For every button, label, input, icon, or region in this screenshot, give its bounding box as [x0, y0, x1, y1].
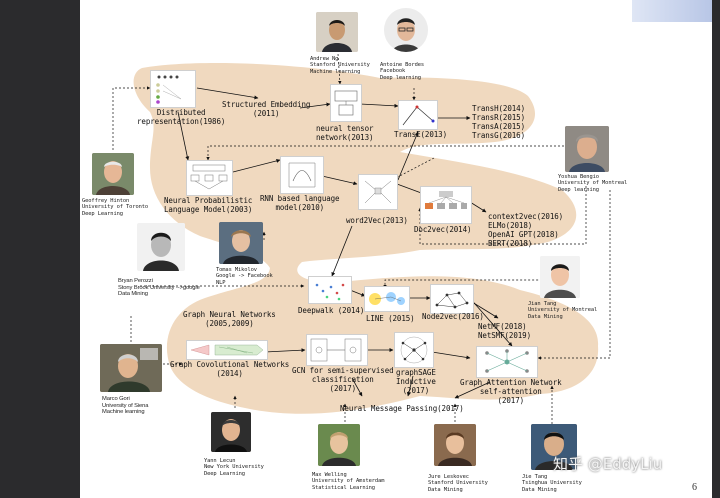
gcn-semi-figure-thumbnail — [306, 334, 368, 366]
page-number: 6 — [692, 482, 697, 493]
gat-figure-thumbnail — [476, 346, 538, 378]
andrew-ng-photo — [316, 12, 358, 52]
distributed-figure-thumbnail — [150, 70, 196, 108]
tomas-mikolov-photo — [219, 222, 263, 264]
marco-gori-photo — [100, 344, 162, 392]
node-word2vec: word2Vec(2013) — [346, 216, 408, 225]
node-transe: TransE(2013) — [394, 130, 447, 139]
solid-arrows — [177, 87, 513, 399]
node-node2vec: Node2vec(2016) — [422, 312, 484, 321]
jie-tang-photo — [531, 424, 577, 470]
word2vec-figure-thumbnail — [358, 174, 398, 210]
slide-header-band — [632, 0, 712, 22]
watermark: 知乎 @EddyLiu — [553, 455, 663, 473]
graphsage-figure-thumbnail — [394, 332, 434, 368]
geoffrey-hinton-photo — [92, 153, 134, 195]
yoshua-bengio-photo — [565, 126, 609, 172]
deepwalk-figure-thumbnail — [308, 276, 352, 304]
max-welling-photo — [318, 424, 360, 466]
node-structured-embedding: Structured Embedding(2011) — [222, 100, 311, 118]
nplm-figure-thumbnail — [186, 160, 233, 196]
node-graph-neural-networks: Graph Neural Networks(2005,2009) — [183, 310, 276, 328]
gcn-figure-thumbnail — [186, 340, 268, 360]
jian-tang-photo — [540, 256, 580, 298]
rnn-figure-thumbnail — [280, 156, 324, 194]
beige-region — [133, 63, 599, 414]
ntn-figure-thumbnail — [330, 84, 362, 122]
yann-lecun-photo — [211, 412, 251, 452]
jure-leskovec-photo — [434, 424, 476, 466]
transe-figure-thumbnail — [398, 100, 438, 130]
bryan-perozzi-photo — [137, 223, 185, 271]
node-gcn: Graph Covolutional Networks(2014) — [170, 360, 290, 378]
node-neural-message-passing: Neural Message Passing(2017) — [340, 404, 464, 413]
antoine-bordes-photo — [384, 8, 428, 52]
line-figure-thumbnail — [364, 286, 410, 312]
node2vec-figure-thumbnail — [430, 284, 474, 314]
doc2vec-figure-thumbnail — [420, 186, 472, 224]
node-doc2vec: Doc2vec(2014) — [414, 225, 472, 234]
node-context-models: context2vec(2016)ELMo(2018)OpenAI GPT(20… — [488, 212, 564, 248]
node-line: LINE (2015) — [366, 314, 415, 323]
node-deepwalk: Deepwalk (2014) — [298, 306, 365, 315]
node-netmf: NetMF(2018)NetSMF(2019) — [478, 322, 531, 340]
node-trans-family: TransH(2014)TransR(2015)TransA(2015)Tran… — [472, 104, 525, 140]
